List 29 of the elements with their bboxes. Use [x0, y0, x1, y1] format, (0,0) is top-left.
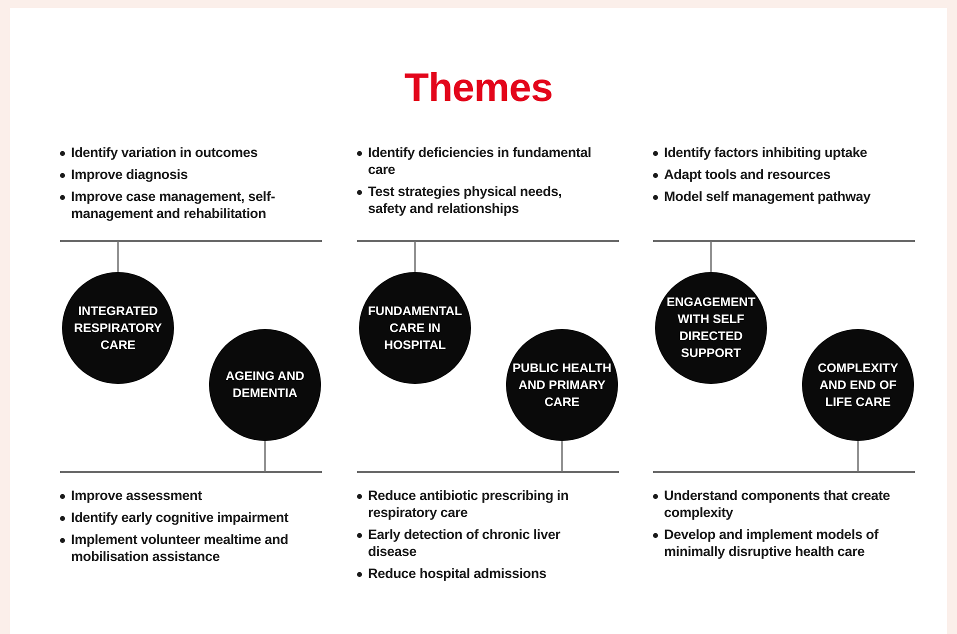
bullet-text: Model self management pathway — [664, 188, 870, 205]
theme-label: PUBLIC HEALTH AND PRIMARY CARE — [512, 360, 612, 410]
theme-label: AGEING AND DEMENTIA — [224, 368, 306, 402]
bullet-text: Understand components that create complexity — [664, 487, 892, 521]
theme-label: ENGAGEMENT WITH SELF DIRECTED SUPPORT — [666, 294, 756, 362]
bullet-text: Identify variation in outcomes — [71, 144, 258, 161]
bullet-text: Improve diagnosis — [71, 166, 188, 183]
bullet-text: Develop and implement models of minimally disruptive health care — [664, 526, 880, 560]
bullet-text: Improve case management, self-management and rehabilitation — [71, 188, 276, 222]
connector-line — [561, 441, 563, 471]
connector-line — [414, 242, 416, 272]
bullet-text: Implement volunteer mealtime and mobilisation assistance — [71, 531, 290, 565]
bullet-text: Test strategies physical needs, safety and relationships — [368, 183, 563, 217]
bullet-text: Identify factors inhibiting uptake — [664, 144, 868, 161]
connector-line — [710, 242, 712, 272]
theme-label: FUNDAMENTAL CARE IN HOSPITAL — [366, 302, 464, 354]
bullet-text: Identify deficiencies in fundamental care — [368, 144, 592, 178]
bullet-text: Improve assessment — [71, 487, 202, 504]
bullet-text: Early detection of chronic liver disease — [368, 526, 562, 560]
bullet-text: Adapt tools and resources — [664, 166, 830, 183]
connector-line — [264, 441, 266, 471]
theme-label: COMPLEXITY AND END OF LIFE CARE — [816, 360, 900, 410]
theme-label: INTEGRATED RESPIRATORY CARE — [73, 302, 163, 354]
title: Themes — [403, 66, 554, 111]
bullet-text: Reduce antibiotic prescribing in respiratory care — [368, 487, 570, 521]
bullet-text: Identify early cognitive impairment — [71, 509, 288, 526]
connector-line — [857, 441, 859, 471]
bullet-text: Reduce hospital admissions — [368, 565, 546, 582]
connector-line — [117, 242, 119, 272]
